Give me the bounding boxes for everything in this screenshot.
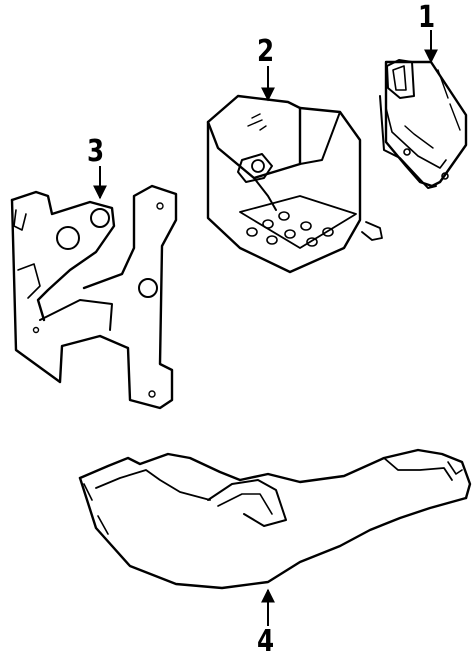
- callout-1: 1: [418, 0, 436, 35]
- callout-2: 2: [257, 34, 275, 69]
- part-4-lower-shield: [78, 448, 472, 590]
- callout-4: 4: [257, 624, 275, 659]
- callout-3: 3: [87, 134, 105, 169]
- part-3-mounting-bracket: [10, 184, 178, 410]
- leader-arrows: [93, 30, 438, 626]
- part-1-module-cover: [379, 59, 468, 189]
- part-2-control-module: [206, 94, 383, 274]
